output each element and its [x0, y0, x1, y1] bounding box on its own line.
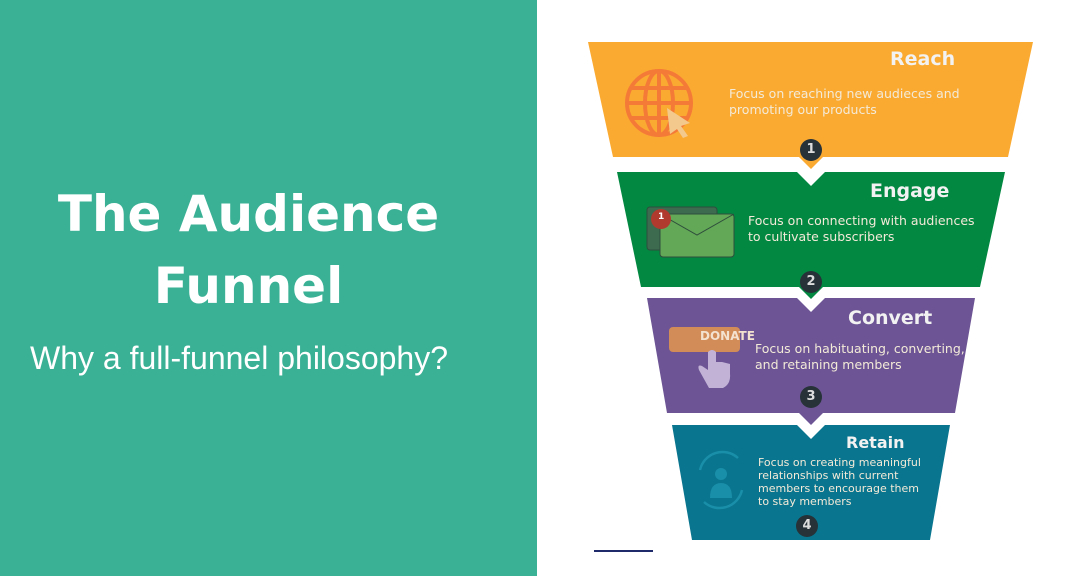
title-panel: The Audience Funnel Why a full-funnel ph…: [0, 0, 537, 576]
engage-title: Engage: [870, 180, 950, 202]
engage-description: Focus on connecting with audiences to cu…: [748, 213, 975, 244]
convert-title: Convert: [848, 307, 933, 329]
retain-band: [672, 425, 950, 540]
step-1-badge: 1: [800, 139, 822, 161]
slide-title: The Audience Funnel: [0, 178, 497, 322]
email-notification-icon: [646, 206, 735, 258]
step-2-badge: 2: [800, 271, 822, 293]
reach-description: Focus on reaching new audieces and promo…: [729, 86, 960, 117]
engage-band: [617, 172, 1005, 299]
reach-title: Reach: [890, 48, 956, 70]
retain-title: Retain: [846, 433, 905, 452]
cursor-icon: [667, 108, 690, 138]
reach-band: [588, 42, 1033, 169]
title-line-2: Funnel: [153, 257, 344, 315]
step-4-badge: 4: [796, 515, 818, 537]
convert-description: Focus on habituating, converting, and re…: [755, 341, 965, 372]
donate-button-icon: [669, 327, 740, 388]
title-line-1: The Audience: [57, 185, 440, 243]
notification-badge: 1: [658, 212, 665, 222]
slide-subtitle: Why a full-funnel philosophy?: [30, 340, 449, 376]
donate-label: DONATE: [700, 329, 755, 343]
globe-cursor-icon: [625, 69, 693, 137]
step-3-badge: 3: [800, 386, 822, 408]
member-cycle-icon: [698, 450, 744, 510]
retain-description: Focus on creating meaningful relationshi…: [758, 456, 921, 508]
